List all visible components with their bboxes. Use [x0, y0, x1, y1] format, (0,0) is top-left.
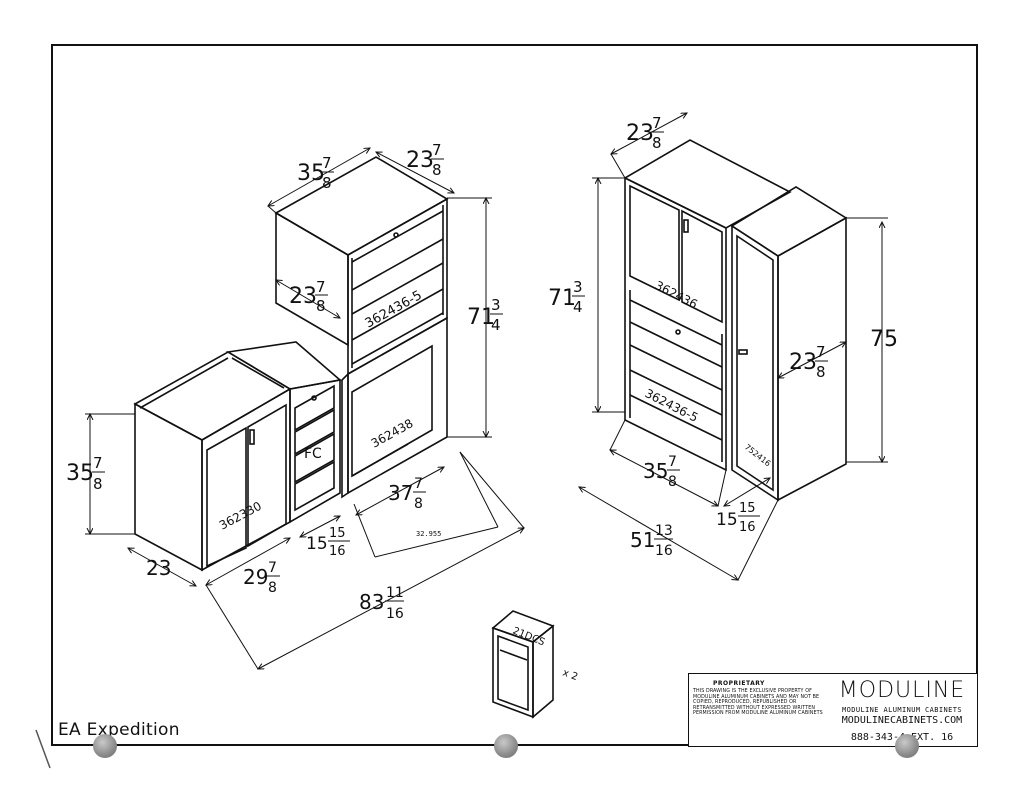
dim-side-width-den: 16	[739, 520, 756, 535]
dim-base-height: 35	[66, 461, 94, 486]
dim-right-width-num: 7	[668, 454, 677, 470]
accessory-labels: 21DCS x 2	[511, 626, 579, 684]
part-upper-left: 362436-5	[363, 288, 425, 331]
dim-right-depth-den: 8	[652, 134, 662, 152]
accessory-qty: x 2	[561, 667, 579, 683]
dim-right-depth: 23	[626, 121, 654, 146]
dim-left-height: 71	[467, 305, 495, 330]
sheet-border	[51, 44, 978, 746]
right-dimensions	[579, 113, 888, 580]
company-name: MODULINE ALUMINUM CABINETS	[842, 706, 962, 714]
dim-upper-width-num: 7	[322, 154, 332, 172]
dim-upper-depth-side-den: 8	[316, 297, 326, 315]
dim-right-width: 35	[643, 459, 668, 483]
company-website: MODULINECABINETS.COM	[841, 715, 963, 726]
dim-side-depth-den: 8	[816, 363, 826, 381]
dim-open-small: 32.955	[416, 530, 441, 538]
dim-open-width: 37	[388, 481, 413, 505]
dim-right-width-den: 8	[668, 474, 677, 490]
tall-cabinet-front	[624, 176, 727, 472]
dim-upper-width-den: 8	[322, 174, 332, 192]
dim-left-height-num: 3	[491, 296, 501, 314]
proprietary-text: THIS DRAWING IS THE EXCLUSIVE PROPERTY O…	[693, 689, 823, 717]
tall-cabinet-top	[623, 139, 792, 229]
dim-open-width-den: 8	[414, 496, 423, 512]
dim-upper-depth-top: 23	[406, 148, 434, 173]
dim-base-width-num: 7	[268, 560, 277, 576]
fc-label: FC	[304, 446, 322, 462]
dim-total-left: 83	[359, 590, 384, 614]
dim-base-width-den: 8	[268, 580, 277, 596]
dim-right-depth-num: 7	[652, 114, 662, 132]
side-locker-top	[730, 186, 848, 257]
dim-right-total: 51	[630, 528, 655, 552]
part-upper-right: 362436	[653, 278, 700, 311]
dim-side-depth-num: 7	[816, 343, 826, 361]
base-cabinet-front	[201, 387, 291, 572]
dim-base-height-num: 7	[93, 454, 103, 472]
left-dimensions	[85, 148, 524, 669]
dim-side-width: 15	[716, 510, 738, 530]
proprietary-title: PROPRIETARY	[713, 680, 765, 687]
accessory-21dcs	[491, 610, 555, 719]
dim-upper-depth-side-num: 7	[316, 278, 326, 296]
magnet-left	[93, 734, 117, 758]
dim-open-width-num: 7	[414, 476, 423, 492]
part-base: 362330	[217, 499, 264, 533]
right-assembly	[623, 139, 848, 502]
part-accessory: 21DCS	[511, 626, 546, 649]
dim-right-height-num: 3	[573, 278, 583, 296]
project-label: EA Expedition	[58, 720, 180, 740]
magnet-center	[494, 734, 518, 758]
dim-total-left-num: 11	[386, 585, 404, 601]
upper-cabinet-side	[275, 211, 349, 347]
worktop	[133, 351, 292, 441]
dim-upper-depth-top-num: 7	[432, 141, 442, 159]
dim-upper-depth-side: 23	[289, 284, 317, 309]
left-assembly	[133, 156, 449, 572]
dim-base-depth: 23	[146, 556, 171, 580]
proprietary-notice: PROPRIETARY THIS DRAWING IS THE EXCLUSIV…	[689, 674, 827, 746]
dim-fc-width-den: 16	[329, 544, 346, 559]
dim-right-total-den: 16	[655, 543, 673, 559]
pencil-mark	[35, 729, 51, 769]
dim-tall-height: 75	[870, 327, 898, 352]
part-side: 752416	[743, 442, 773, 468]
magnet-right	[895, 734, 919, 758]
dim-total-left-den: 16	[386, 606, 404, 622]
dim-left-height-den: 4	[491, 316, 501, 334]
dim-fc-width-num: 15	[329, 526, 346, 541]
brand-name: MODULINE	[838, 678, 966, 703]
dim-base-height-den: 8	[93, 475, 103, 493]
title-block: PROPRIETARY THIS DRAWING IS THE EXCLUSIV…	[688, 673, 978, 747]
dim-upper-depth-top-den: 8	[432, 161, 442, 179]
dim-side-width-num: 15	[739, 501, 756, 516]
part-open: 362438	[369, 416, 416, 450]
dim-base-width: 29	[243, 565, 268, 589]
dim-right-total-num: 13	[655, 523, 673, 539]
dim-upper-width: 35	[297, 161, 325, 186]
side-locker-side	[777, 216, 847, 502]
dim-right-height-den: 4	[573, 298, 583, 316]
dim-side-depth: 23	[789, 350, 817, 375]
dim-right-height: 71	[548, 286, 576, 311]
base-cabinet-side	[134, 402, 203, 572]
dim-fc-width: 15	[306, 534, 328, 554]
